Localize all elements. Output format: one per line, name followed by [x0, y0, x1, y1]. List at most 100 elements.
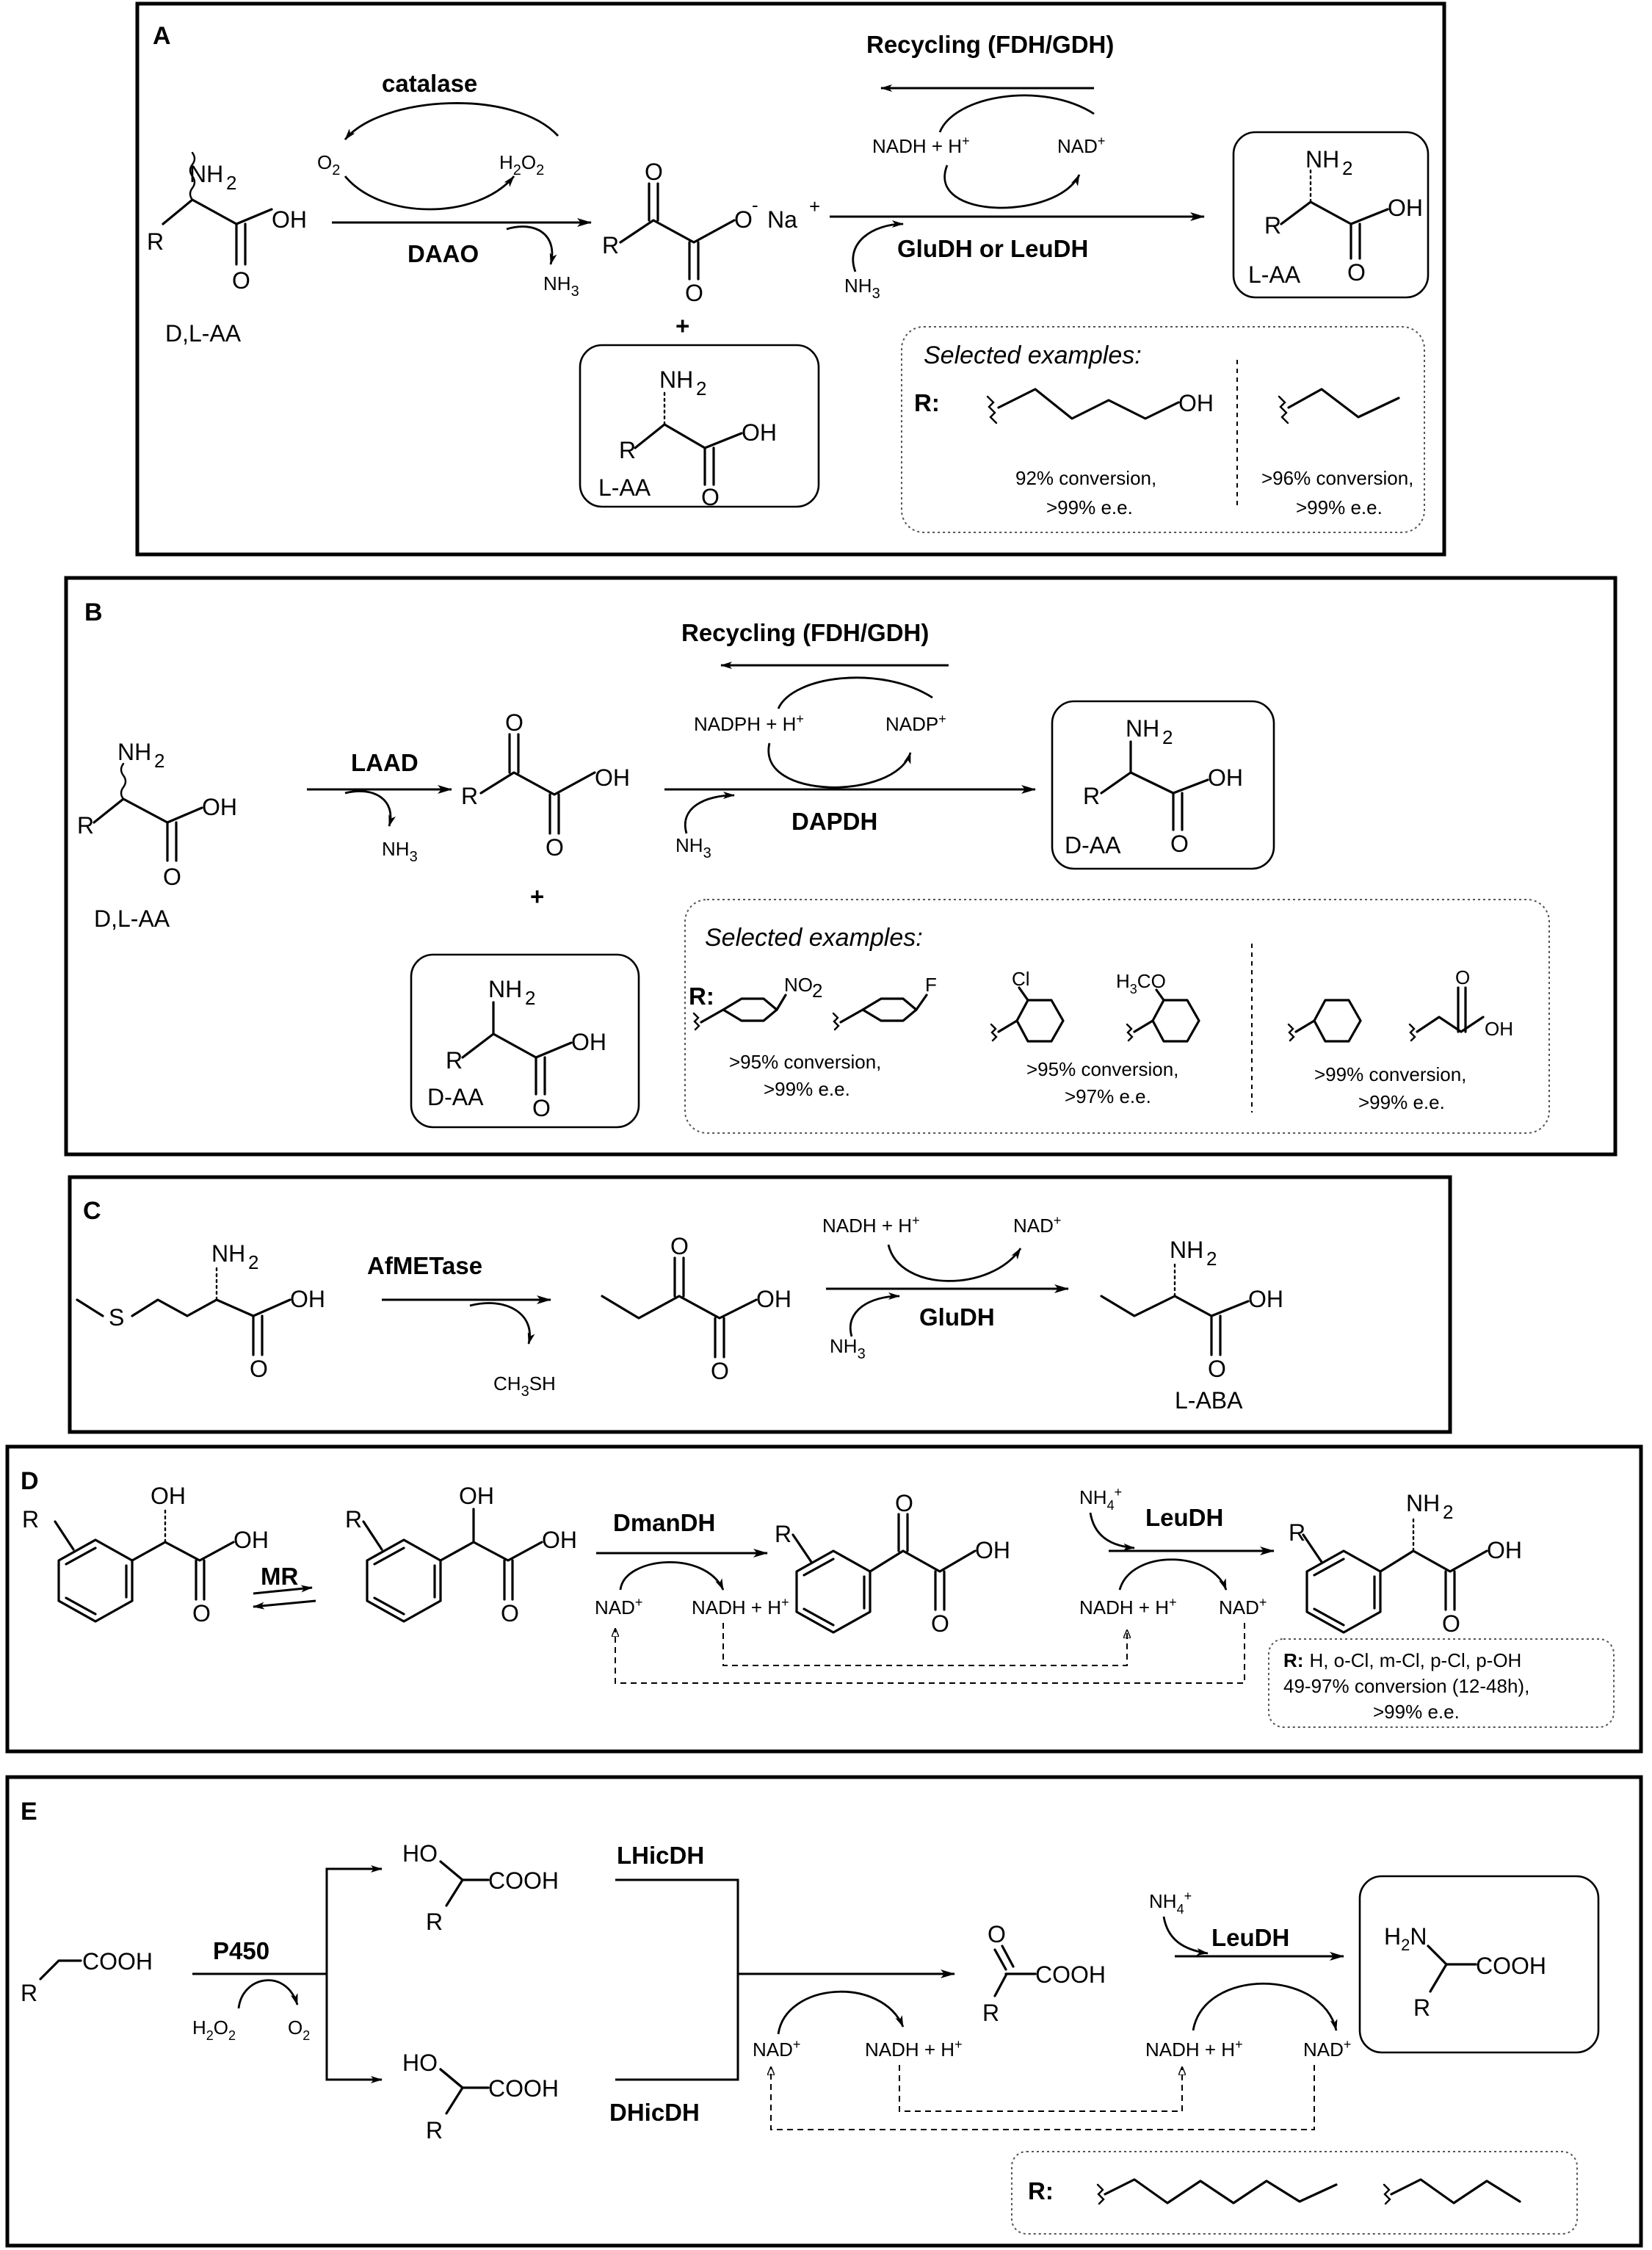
e-hydroxy-acid-top: HO COOH R: [402, 1840, 559, 1935]
b-nh3-in: NH3: [675, 834, 711, 861]
d-nadh-left: NADH + H+: [692, 1595, 789, 1618]
b-example2-line1: >95% conversion,: [1026, 1058, 1178, 1080]
a-keto-o-minus: O: [734, 206, 753, 233]
d-prod-nh: NH: [1406, 1490, 1440, 1516]
b-plus: +: [530, 883, 544, 910]
b-h3co: H3CO: [1116, 970, 1166, 996]
d-r-line: R:H, o-Cl, m-Cl, p-Cl, p-OH: [1283, 1649, 1521, 1671]
a-side-oh: OH: [742, 419, 777, 446]
e-product-box: [1358, 1875, 1600, 2054]
a-example2-chain: [1287, 388, 1400, 419]
d-keto-oh: OH: [975, 1537, 1010, 1563]
e-examples-box: [1011, 2151, 1578, 2235]
c-gludh-label: GluDH: [919, 1303, 995, 1331]
c-sub-nh-2: 2: [248, 1251, 258, 1273]
e-keto-o: O: [988, 1921, 1006, 1947]
a-sub-nh-2: 2: [226, 172, 236, 194]
c-nadh: NADH + H+: [822, 1213, 920, 1237]
b-example-nitrobenzyl: NO 2: [692, 974, 822, 1031]
a-plus: +: [675, 312, 689, 339]
panel-b-letter: B: [84, 598, 103, 626]
b-cooh-o: O: [1455, 966, 1470, 988]
e-lhicdh-label: LHicDH: [617, 1842, 704, 1869]
a-catalase-cycle-arrow: [344, 102, 559, 140]
panel-d-frame: [5, 1444, 1643, 1754]
e-nad-right: NAD+: [1303, 2037, 1351, 2061]
e-prod-cooh: COOH: [1476, 1953, 1546, 1979]
b-substrate-label: D,L-AA: [94, 905, 170, 932]
b-no2: NO: [784, 974, 813, 996]
panel-b: B NH 2 R OH O D,L-AA LAAD NH3 R O OH O +: [64, 576, 1617, 1157]
b-ketoacid-molecule: R O OH O: [461, 709, 630, 861]
e-ketoacid: O COOH R: [982, 1921, 1106, 2026]
b-sub-oh: OH: [202, 794, 237, 820]
b-examples-r-label: R:: [689, 983, 714, 1010]
d-mr-forward-arrow: [253, 1585, 313, 1595]
d-mandelate-r: R OH OH O: [345, 1483, 577, 1627]
e-top-cooh: COOH: [488, 1867, 559, 1894]
b-product-box: [1051, 700, 1275, 870]
b-side-nh: NH: [488, 976, 522, 1002]
d-prod-oh: OH: [1487, 1537, 1522, 1563]
a-catalase-label: catalase: [382, 70, 477, 97]
a-example1-line1: 92% conversion,: [1015, 467, 1156, 489]
c-keto-oh: OH: [756, 1286, 791, 1312]
b-side-oh: OH: [571, 1029, 606, 1055]
e-keto-cooh: COOH: [1035, 1961, 1106, 1988]
b-dapdh-label: DAPDH: [791, 808, 877, 835]
b-example3-line2: >99% e.e.: [1358, 1091, 1445, 1113]
b-prod-o: O: [1170, 831, 1189, 857]
a-sub-oh: OH: [272, 206, 307, 233]
a-substrate-molecule: NH 2 R OH O: [147, 151, 307, 294]
c-sub-oh: OH: [290, 1286, 325, 1312]
a-prod-nh: NH: [1305, 146, 1339, 173]
d-s-r: R: [22, 1506, 39, 1533]
panel-e-letter: E: [21, 1798, 37, 1826]
e-leudh-label: LeuDH: [1211, 1924, 1289, 1951]
d-nadh-right: NADH + H+: [1079, 1595, 1177, 1618]
e-recycle-loop-inner: [899, 2065, 1182, 2112]
b-f: F: [925, 974, 937, 996]
b-side-product-molecule: NH 2 R OH O: [446, 976, 606, 1121]
b-cl: Cl: [1012, 968, 1030, 990]
e-substrate: R COOH: [21, 1948, 153, 2006]
c-nad: NAD+: [1013, 1213, 1061, 1237]
b-prod-r: R: [1083, 783, 1100, 809]
d-prod-o: O: [1442, 1610, 1460, 1637]
b-cooh-oh: OH: [1485, 1018, 1513, 1040]
b-substrate-molecule: NH 2 R OH O: [77, 739, 237, 890]
a-sub-nh: NH: [189, 161, 223, 187]
a-ketoacid-molecule: R O O O - Na +: [602, 159, 820, 306]
a-sub-r: R: [147, 228, 164, 255]
b-side-product-box: [410, 953, 640, 1129]
b-product-molecule: NH 2 R OH O: [1083, 715, 1243, 857]
d-leudh-label: LeuDH: [1145, 1504, 1223, 1531]
b-prod-nh: NH: [1126, 715, 1159, 742]
c-prod-oh: OH: [1248, 1286, 1283, 1312]
panel-c-letter: C: [83, 1197, 101, 1225]
e-nad-left: NAD+: [753, 2037, 800, 2061]
e-top-r: R: [426, 1909, 443, 1935]
b-example1-line2: >99% e.e.: [764, 1078, 850, 1100]
a-sub-o: O: [232, 267, 250, 294]
a-nad: NAD+: [1057, 134, 1105, 157]
b-nh3-out: NH3: [382, 838, 418, 865]
panel-d: D R OH OH O MR R OH OH O: [5, 1444, 1643, 1754]
a-keto-charge: -: [752, 194, 758, 216]
a-keto-na-charge: +: [809, 195, 820, 217]
e-merge-top: [615, 1878, 739, 2081]
e-nh4: NH4+: [1149, 1889, 1192, 1917]
a-side-r: R: [619, 437, 636, 463]
d-recycle-loop-inner: [722, 1623, 1127, 1666]
b-laad-label: LAAD: [351, 749, 419, 776]
e-prod-h2n: H2N: [1384, 1923, 1427, 1954]
c-keto-o-top: O: [670, 1233, 689, 1259]
c-prod-o: O: [1208, 1356, 1226, 1382]
b-examples-title: Selected examples:: [705, 924, 923, 952]
a-examples-title: Selected examples:: [924, 341, 1142, 369]
c-ketobutyrate-molecule: O OH O: [601, 1233, 791, 1384]
a-product-box: [1232, 131, 1430, 299]
a-keto-o-bottom: O: [685, 280, 703, 306]
c-prod-nh: NH: [1170, 1237, 1203, 1263]
b-prod-nh-2: 2: [1162, 726, 1173, 748]
